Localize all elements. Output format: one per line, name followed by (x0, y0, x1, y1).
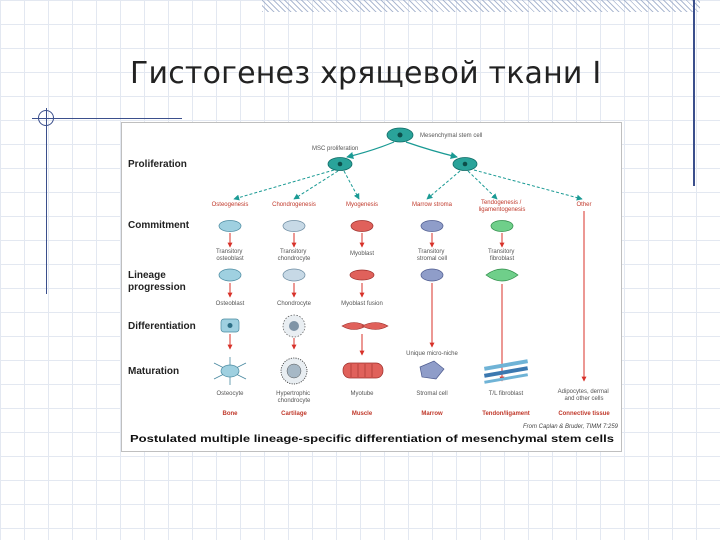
transitory-osteo: Transitory osteoblast (216, 249, 244, 262)
mature-stroma: Stromal cell (416, 391, 447, 397)
transitory-fibro-line1: Transitory (488, 249, 514, 255)
figure-caption: Postulated multiple lineage-specific dif… (130, 433, 614, 445)
top-cell-label: Mesenchymal stem cell (420, 133, 482, 139)
transitory-osteo-line1: Transitory (216, 249, 242, 255)
proliferation-arrow-left (346, 141, 395, 160)
tissue-connective: Connective tissue (558, 411, 610, 417)
commitment-arrows (233, 169, 583, 201)
stage-label-progression-line: progression (128, 282, 186, 293)
branch-chondro (293, 170, 339, 200)
diff-cell-osteo-nucleus (227, 323, 233, 328)
diff-cell-myo-right (361, 322, 389, 330)
decorative-horizontal-line (32, 118, 182, 119)
differentiated-stroma: Unique micro-niche (406, 351, 458, 357)
decorative-hatch-bar (262, 0, 700, 12)
process-tendogenesis-line2: ligamentogenesis (479, 207, 526, 213)
slide-title: Гистогенез хрящевой ткани I (130, 56, 602, 91)
transitory-stroma-line2: stromal cell (417, 256, 447, 262)
process-osteogenesis: Osteogenesis (212, 202, 249, 208)
differentiated-osteo: Osteoblast (216, 301, 245, 307)
mature-osteo: Osteocyte (216, 391, 244, 397)
mature-other-line2: and other cells (564, 396, 603, 402)
myotube-striations (350, 364, 373, 377)
transitory-cell-fibro (485, 268, 519, 282)
mature-other: Adipocytes, dermal and other cells (558, 389, 611, 402)
msc-differentiation-figure: Proliferation Commitment Lineage progres… (121, 122, 622, 452)
commit-cell-fibro (490, 220, 514, 232)
osteocyte-body (220, 364, 240, 378)
branch-osteo (233, 169, 335, 201)
decorative-vertical-line-left (46, 108, 47, 294)
mature-chondro: Hypertrophic chondrocyte (276, 391, 312, 404)
mature-chondro-line1: Hypertrophic (276, 391, 310, 397)
branch-stroma (426, 170, 461, 200)
transitory-stroma: Transitory stromal cell (417, 249, 447, 262)
process-tendogenesis: Tendogenesis / ligamentogenesis (479, 200, 526, 213)
proliferation-label: MSC proliferation (312, 146, 358, 152)
stage-label-lineage-progression: Lineage progression (128, 270, 186, 293)
process-myogenesis: Myogenesis (346, 202, 378, 208)
tissue-bone: Bone (223, 411, 239, 417)
stem-cell-left-nucleus (337, 161, 343, 167)
branch-fibro (467, 170, 498, 200)
mature-other-line1: Adipocytes, dermal (558, 389, 609, 395)
transitory-cell-osteo (218, 268, 242, 282)
stromal-cell (419, 360, 445, 380)
process-other: Other (576, 202, 591, 208)
transitory-cell-stroma (420, 268, 444, 282)
fibroblast-band-2 (483, 366, 529, 378)
decorative-ring (38, 110, 54, 126)
hypertrophic-chondrocyte-core (286, 363, 302, 379)
stem-cell-top-nucleus (397, 132, 403, 138)
branch-other (473, 169, 583, 201)
tissue-tendon-ligament: Tendon/ligament (482, 411, 530, 417)
differentiated-chondro: Chondrocyte (277, 301, 312, 307)
commit-cell-chondro (282, 220, 306, 232)
transitory-chondro: Transitory chondrocyte (278, 249, 311, 262)
figure-credit: From Caplan & Bruder, TIMM 7:259 (523, 424, 619, 430)
transitory-myo: Myoblast (350, 251, 374, 257)
fibroblast-band-3 (484, 373, 529, 384)
differentiation-diagram: Proliferation Commitment Lineage progres… (128, 127, 619, 445)
stage-label-proliferation: Proliferation (128, 159, 187, 170)
stage-label-lineage-line: Lineage (128, 270, 166, 281)
transitory-osteo-line2: osteoblast (216, 256, 244, 262)
branch-myo (343, 170, 360, 200)
stage-label-differentiation: Differentiation (128, 321, 196, 332)
transitory-cell-chondro (282, 268, 306, 282)
myotube (342, 362, 384, 379)
stage-label-commitment: Commitment (128, 220, 190, 231)
tissue-cartilage: Cartilage (281, 411, 307, 417)
process-chondrogenesis: Chondrogenesis (272, 202, 316, 208)
process-marrow-stroma: Marrow stroma (412, 202, 453, 208)
commit-cell-osteo (218, 220, 242, 232)
transitory-chondro-line2: chondrocyte (278, 256, 311, 262)
transitory-stroma-line1: Transitory (418, 249, 444, 255)
tissue-muscle: Muscle (352, 411, 373, 417)
stage-label-maturation: Maturation (128, 366, 179, 377)
stem-cell-right-nucleus (462, 161, 468, 167)
tissue-marrow: Marrow (421, 411, 443, 417)
transitory-cell-myo (349, 269, 375, 281)
differentiated-myo: Myoblast fusion (341, 301, 383, 307)
fibroblast-band-1 (483, 359, 529, 371)
diff-cell-chondro-core (289, 321, 299, 331)
proliferation-arrow-right (405, 141, 458, 160)
transitory-chondro-line1: Transitory (280, 249, 306, 255)
progression-arrows-1 (227, 211, 587, 382)
transitory-fibro-line2: fibroblast (490, 256, 515, 262)
tl-fibroblast-bundle (483, 359, 529, 384)
mature-chondro-line2: chondrocyte (278, 398, 311, 404)
decorative-vertical-line (693, 0, 695, 186)
commit-cell-stroma (420, 220, 444, 232)
mature-fibro: T/L fibroblast (489, 391, 524, 397)
progression-arrows-3 (227, 334, 365, 356)
process-tendogenesis-line1: Tendogenesis / (481, 200, 522, 206)
transitory-fibro: Transitory fibroblast (488, 249, 516, 262)
commit-cell-myo (350, 220, 374, 232)
mature-myo: Myotube (350, 391, 374, 397)
